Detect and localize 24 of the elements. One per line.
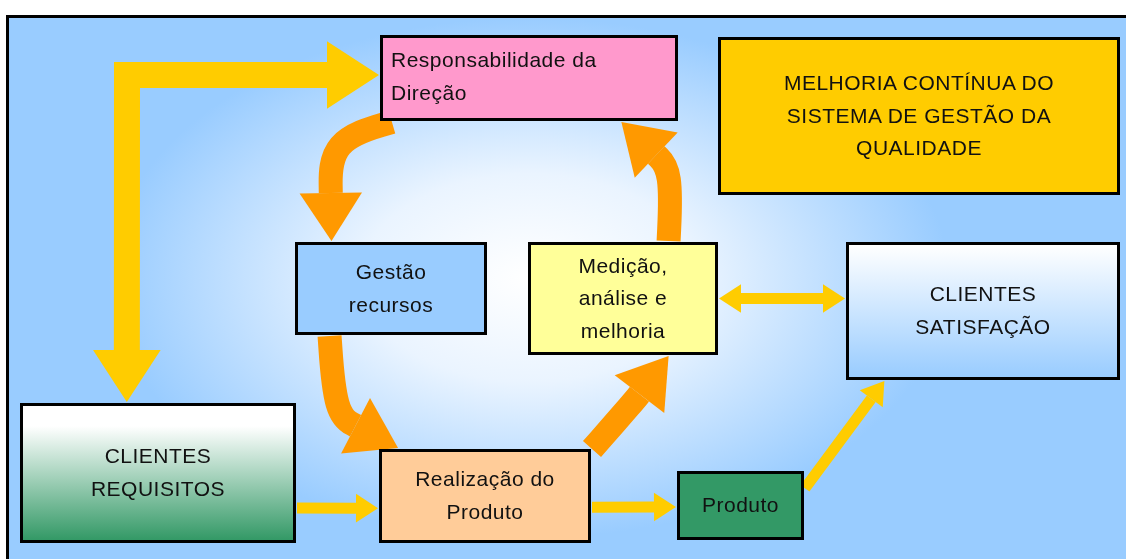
block-arrow [317, 335, 399, 454]
block-arrow [719, 284, 845, 313]
box-label: MELHORIA CONTÍNUA DO SISTEMA DE GESTÃO DA QUALIDADE [782, 70, 1056, 162]
box-label: Gestão recursos [347, 258, 435, 318]
block-arrow [621, 122, 682, 242]
block-arrow [592, 492, 676, 522]
box-label: CLIENTES REQUISITOS [89, 443, 227, 502]
box-label: Medição, análise e melhoria [577, 252, 669, 344]
block-arrow [93, 41, 379, 402]
box-label: CLIENTES SATISFAÇÃO [914, 281, 1052, 340]
block-arrow [297, 493, 378, 523]
box-label: Produto [701, 492, 780, 519]
process-box [20, 403, 296, 543]
block-arrow [299, 110, 396, 241]
process-box [846, 242, 1120, 380]
process-box [379, 449, 591, 543]
process-box [528, 242, 718, 355]
box-label: Realização do Produto [414, 466, 556, 525]
process-box [295, 242, 487, 335]
process-box [718, 37, 1120, 195]
process-box [677, 471, 804, 540]
box-label: Responsabilidade da Direção [391, 47, 598, 106]
block-arrow [582, 356, 669, 457]
process-box [380, 35, 678, 121]
